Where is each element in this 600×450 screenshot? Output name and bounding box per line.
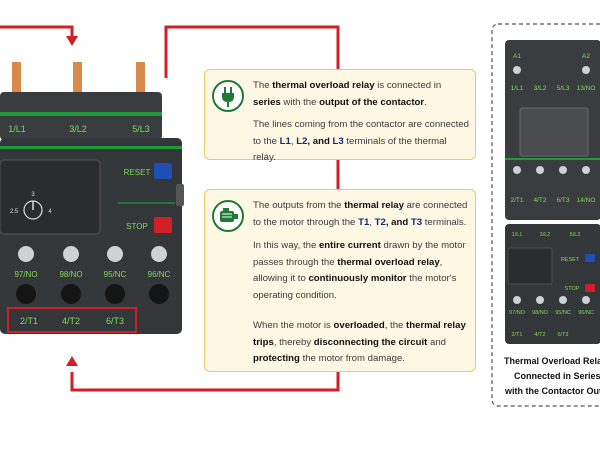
contactor-a2-label: A2 bbox=[582, 53, 590, 60]
reset-button[interactable] bbox=[154, 163, 172, 179]
mini-top-label-2: 3/L2 bbox=[540, 232, 551, 238]
relay-side-clip bbox=[176, 184, 184, 206]
mini-aux-label-97: 97/NO bbox=[509, 310, 526, 316]
contactor-l3-label: 5/L3 bbox=[557, 85, 570, 92]
mini-top-label-3: 5/L3 bbox=[570, 232, 581, 238]
aux-screws bbox=[18, 246, 167, 262]
reset-label: RESET bbox=[124, 168, 151, 177]
note2-text-3: When the motor is overloaded, the therma… bbox=[253, 320, 466, 364]
output-label-t3: 6/T3 bbox=[106, 316, 124, 326]
mini-aux-label-96: 96/NC bbox=[578, 310, 594, 316]
motor-icon bbox=[212, 200, 244, 232]
dial-label-left: 2.5 bbox=[10, 209, 19, 215]
mini-stop-label: STOP bbox=[565, 286, 580, 292]
relay-pin-3 bbox=[136, 62, 145, 114]
aux-label-96: 96/NC bbox=[148, 270, 171, 279]
dial-label-right: 4 bbox=[48, 209, 52, 215]
mini-stop-button[interactable] bbox=[585, 284, 595, 292]
aux-label-98: 98/NO bbox=[59, 270, 82, 279]
contactor-14no-label: 14/NO bbox=[577, 197, 596, 204]
contactor-screws bbox=[513, 66, 590, 174]
motor-protection-note: The outputs from the thermal relay are c… bbox=[204, 189, 476, 372]
relay-labels: 1/L1 3/L2 5/L3 RESET STOP 97/NO 98/NO 95… bbox=[8, 124, 170, 326]
mini-top-label-1: 1/L1 bbox=[512, 232, 523, 238]
relay-pin-1 bbox=[12, 62, 21, 114]
aux-label-95: 95/NC bbox=[104, 270, 127, 279]
contactor bbox=[505, 40, 600, 220]
note2-text-1: The outputs from the thermal relay are c… bbox=[253, 200, 468, 228]
stop-label: STOP bbox=[126, 222, 148, 231]
relay-top-label-1: 1/L1 bbox=[8, 124, 26, 134]
note1-text-2: The lines coming from the contactor are … bbox=[253, 119, 469, 163]
note2-text-2: In this way, the entire current drawn by… bbox=[253, 240, 466, 301]
output-label-t2: 4/T2 bbox=[62, 316, 80, 326]
mini-output-label-t3: 6/T3 bbox=[557, 332, 568, 338]
output-label-frame bbox=[7, 307, 137, 333]
contactor-center bbox=[519, 107, 589, 157]
arrow-down-top bbox=[66, 36, 78, 46]
mini-relay-window bbox=[507, 247, 553, 285]
relay-green-stripe bbox=[0, 146, 182, 149]
note1-text-1: The thermal overload relay is connected … bbox=[253, 80, 442, 108]
caption-line-1: Thermal Overload Relay bbox=[504, 356, 600, 366]
series-connection-note: The thermal overload relay is connected … bbox=[204, 69, 476, 163]
contactor-green-stripe bbox=[505, 158, 600, 160]
aux-label-97: 97/NO bbox=[14, 270, 37, 279]
contactor-t1-label: 2/T1 bbox=[510, 197, 523, 204]
arrow-up-bottom bbox=[66, 356, 78, 366]
relay-pin-2 bbox=[73, 62, 82, 114]
dial-labels: 3 2.5 4 bbox=[10, 192, 53, 215]
contactor-t2-label: 4/T2 bbox=[533, 197, 546, 204]
output-label-t1: 2/T1 bbox=[20, 316, 38, 326]
relay-window bbox=[0, 159, 101, 235]
contactor-t3-label: 6/T3 bbox=[556, 197, 569, 204]
plug-icon bbox=[212, 80, 244, 112]
contactor-l1-label: 1/L1 bbox=[511, 85, 524, 92]
thermal-relay bbox=[0, 62, 184, 334]
stop-button[interactable] bbox=[154, 217, 172, 233]
contactor-l2-label: 3/L2 bbox=[534, 85, 547, 92]
contactor-labels: A1 A2 1/L1 3/L2 5/L3 13/NO 2/T1 4/T2 6/T… bbox=[510, 53, 595, 204]
caption-line-3: with the Contactor Output bbox=[505, 386, 600, 396]
contactor-a1-label: A1 bbox=[513, 53, 521, 60]
relay-green-stripe-top bbox=[0, 112, 162, 116]
mini-aux-label-98: 98/NO bbox=[532, 310, 549, 316]
diagram-caption: Thermal Overload Relay Connected in Seri… bbox=[496, 354, 600, 399]
caption-line-2: Connected in Series bbox=[514, 371, 600, 381]
mini-reset-label: RESET bbox=[561, 257, 580, 263]
right-panel-frame bbox=[491, 23, 600, 407]
mini-aux-label-95: 95/NC bbox=[555, 310, 571, 316]
output-holes bbox=[16, 284, 169, 304]
mini-relay-labels: 1/L1 3/L2 5/L3 RESET STOP 97/NO 98/NO 95… bbox=[509, 232, 594, 338]
dial-label-top: 3 bbox=[31, 192, 35, 198]
mini-relay bbox=[505, 224, 600, 344]
wire-left-entry bbox=[0, 25, 74, 38]
mini-screws bbox=[513, 296, 590, 304]
mini-output-label-t2: 4/T2 bbox=[534, 332, 545, 338]
relay-top-label-2: 3/L2 bbox=[69, 124, 87, 134]
relay-top-label-3: 5/L3 bbox=[132, 124, 150, 134]
mini-output-label-t1: 2/T1 bbox=[511, 332, 522, 338]
contactor-13no-label: 13/NO bbox=[577, 85, 596, 92]
mini-reset-button[interactable] bbox=[585, 254, 595, 262]
